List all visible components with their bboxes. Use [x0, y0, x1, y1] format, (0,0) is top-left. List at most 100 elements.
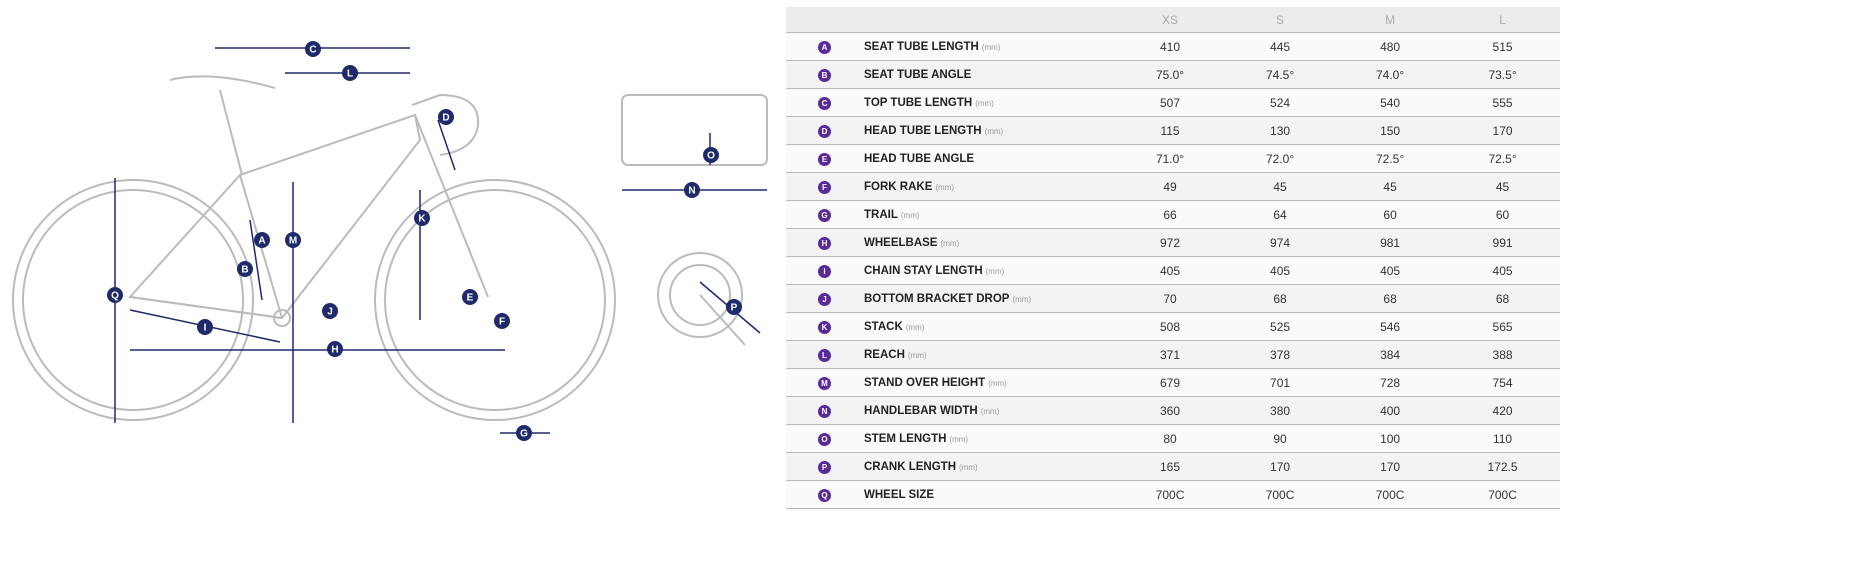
- unit-label: (mm): [980, 406, 1000, 416]
- size-header-l: L: [1445, 7, 1560, 33]
- unit-label: (mm): [1012, 294, 1032, 304]
- diagram-marker: [107, 287, 123, 303]
- letter-badge: I: [818, 265, 831, 278]
- measurement-value: 74.5°: [1225, 60, 1336, 89]
- measurement-label: TRAIL: [864, 208, 898, 221]
- diagram-marker-label: P: [731, 303, 738, 314]
- measurement-value: 64: [1225, 200, 1336, 229]
- measurement-value: 700C: [1445, 480, 1560, 509]
- measurement-value: 70: [1115, 284, 1226, 313]
- measurement-value: 90: [1225, 424, 1336, 453]
- measurement-value: 701: [1225, 368, 1336, 397]
- measurement-value: 507: [1115, 88, 1226, 117]
- diagram-marker: [305, 41, 321, 57]
- measurement-value: 49: [1115, 172, 1226, 201]
- diagram-marker: [462, 289, 478, 305]
- letter-badge: E: [818, 153, 831, 166]
- letter-badge: B: [818, 69, 831, 82]
- measurement-value: 972: [1115, 228, 1226, 257]
- measurement-value: 72.0°: [1225, 144, 1336, 173]
- letter-badge: L: [818, 349, 831, 362]
- letter-badge: O: [818, 433, 831, 446]
- measurement-value: 150: [1335, 116, 1446, 145]
- diagram-marker-label: I: [204, 323, 207, 334]
- diagram-marker-label: F: [499, 317, 505, 328]
- measurement-value: 728: [1335, 368, 1446, 397]
- measurement-value: 991: [1445, 228, 1560, 257]
- measurement-value: 75.0°: [1115, 60, 1226, 89]
- letter-badge: C: [818, 97, 831, 110]
- unit-label: (mm): [984, 126, 1004, 136]
- measurement-value: 170: [1445, 116, 1560, 145]
- diagram-marker: [342, 65, 358, 81]
- diagram-marker-label: O: [707, 151, 715, 162]
- measurement-value: 73.5°: [1445, 60, 1560, 89]
- diagram-marker: [703, 147, 719, 163]
- measurement-value: 45: [1335, 172, 1446, 201]
- letter-badge: M: [818, 377, 831, 390]
- measurement-value: 80: [1115, 424, 1226, 453]
- letter-badge: K: [818, 321, 831, 334]
- measurement-value: 130: [1225, 116, 1336, 145]
- unit-label: (mm): [935, 182, 955, 192]
- measurement-value: 524: [1225, 88, 1336, 117]
- diagram-marker-label: A: [258, 236, 265, 247]
- size-header-m: M: [1335, 7, 1446, 33]
- measurement-label: SEAT TUBE ANGLE: [864, 68, 972, 81]
- measurement-value: 700C: [1225, 480, 1336, 509]
- measurement-value: 68: [1445, 284, 1560, 313]
- measurement-label: HEAD TUBE LENGTH: [864, 124, 982, 137]
- unit-label: (mm): [988, 378, 1007, 388]
- table-row: B SEAT TUBE ANGLE 75.0°74.5°74.0°73.5°: [786, 60, 1560, 89]
- diagram-marker: [516, 425, 532, 441]
- diagram-marker-label: B: [241, 265, 248, 276]
- measurement-value: 110: [1445, 424, 1560, 453]
- measurement-value: 74.0°: [1335, 60, 1446, 89]
- measurement-value: 565: [1445, 312, 1560, 341]
- measurement-value: 515: [1445, 32, 1560, 61]
- measurement-value: 405: [1225, 256, 1336, 285]
- measurement-value: 380: [1225, 396, 1336, 425]
- measurement-value: 45: [1225, 172, 1336, 201]
- letter-badge: D: [818, 125, 831, 138]
- letter-badge: P: [818, 461, 831, 474]
- diagram-marker-label: Q: [111, 291, 119, 302]
- diagram-marker: [494, 313, 510, 329]
- unit-label: (mm): [985, 266, 1005, 276]
- diagram-marker-label: J: [327, 307, 333, 318]
- measurement-label: CRANK LENGTH: [864, 460, 956, 473]
- unit-label: (mm): [949, 434, 969, 444]
- measurement-value: 700C: [1335, 480, 1446, 509]
- measurement-label: FORK RAKE: [864, 180, 933, 193]
- measurement-value: 546: [1335, 312, 1446, 341]
- measurement-label: WHEEL SIZE: [864, 488, 935, 501]
- unit-label: (mm): [940, 238, 960, 248]
- letter-badge: H: [818, 237, 831, 250]
- diagram-marker-label: H: [331, 345, 338, 356]
- measurement-value: 45: [1445, 172, 1560, 201]
- measurement-label: HEAD TUBE ANGLE: [864, 152, 975, 165]
- unit-label: (mm): [959, 462, 978, 472]
- diagram-marker-label: D: [442, 113, 449, 124]
- measurement-value: 71.0°: [1115, 144, 1226, 173]
- measurement-label: STACK: [864, 320, 903, 333]
- measurement-value: 981: [1335, 228, 1446, 257]
- diagram-marker: [438, 109, 454, 125]
- measurement-value: 66: [1115, 200, 1226, 229]
- measurement-value: 420: [1445, 396, 1560, 425]
- measurement-label: TOP TUBE LENGTH: [864, 96, 973, 109]
- measurement-value: 371: [1115, 340, 1226, 369]
- measurement-value: 72.5°: [1335, 144, 1446, 173]
- diagram-marker: [684, 182, 700, 198]
